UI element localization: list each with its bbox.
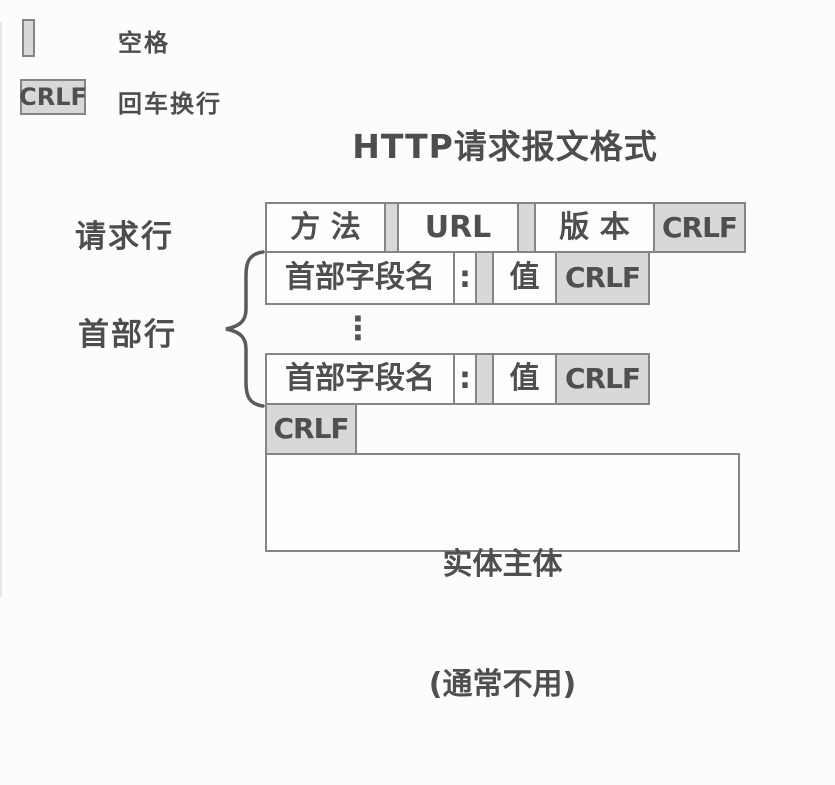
cell-header-crlf-2: CRLF [555, 353, 650, 405]
cell-field-name-2: 首部字段名 [265, 353, 455, 405]
left-edge-artifact [0, 22, 2, 597]
entity-body-box: 实体主体 (通常不用) [265, 453, 740, 702]
ellipsis-dots: ⋮ [342, 309, 374, 347]
cell-value-2: 值 [492, 353, 557, 405]
cell-url: URL [397, 202, 519, 253]
header-lines-label: 首部行 [78, 317, 177, 353]
cell-version: 版 本 [534, 202, 655, 253]
cell-header-crlf-1: CRLF [555, 251, 650, 305]
request-line-label: 请求行 [75, 219, 174, 255]
header-lines-brace [225, 250, 265, 408]
page-title: HTTP请求报文格式 [352, 127, 658, 166]
cell-value-1: 值 [492, 251, 557, 305]
cell-colon-1: : [453, 251, 477, 305]
legend-space-label: 空格 [118, 29, 170, 57]
cell-request-crlf: CRLF [653, 202, 746, 253]
cell-field-name-1: 首部字段名 [265, 251, 455, 305]
entity-body-line1: 实体主体 [442, 547, 563, 582]
cell-blank-crlf: CRLF [265, 403, 357, 455]
cell-colon-2: : [453, 353, 477, 405]
cell-method: 方 法 [265, 202, 386, 253]
entity-body-line2: (通常不用) [428, 667, 577, 702]
legend-crlf-label: 回车换行 [118, 90, 222, 118]
legend-space-swatch [22, 19, 35, 57]
legend-crlf-swatch: CRLF [19, 79, 87, 115]
